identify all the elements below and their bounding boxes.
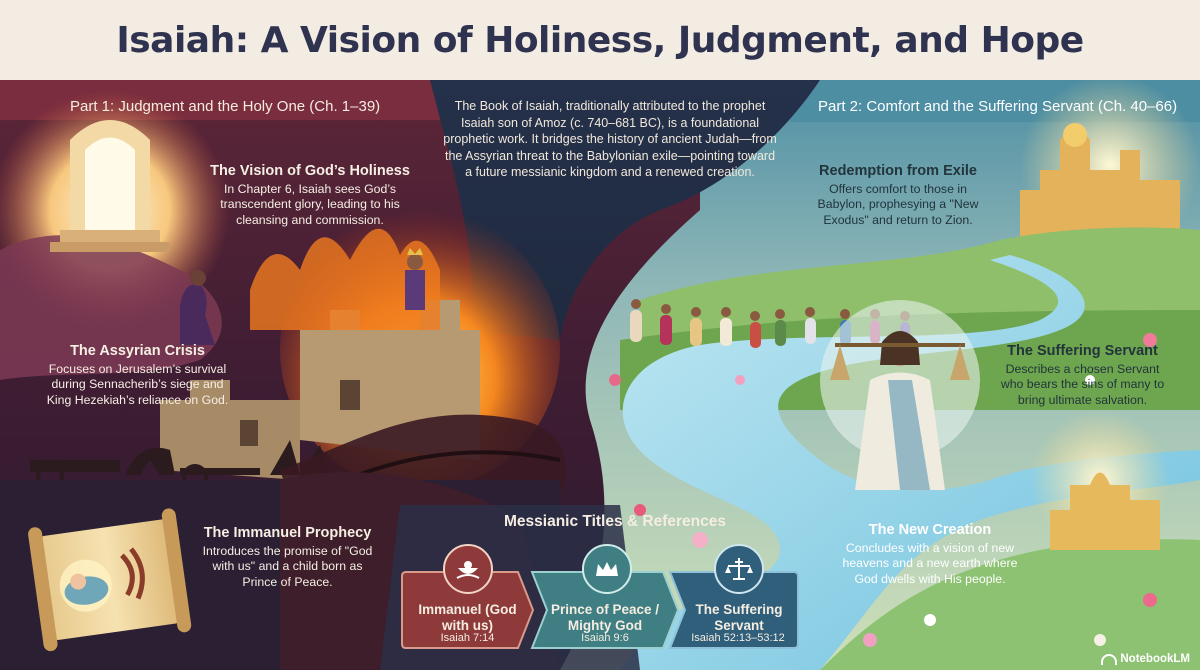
section-body: Describes a chosen Servant who bears the… (1000, 362, 1165, 407)
card-ref: Isaiah 52:13–53:12 (691, 632, 785, 644)
section-title: The Immanuel Prophecy (203, 525, 372, 541)
page-title: Isaiah: A Vision of Holiness, Judgment, … (116, 19, 1084, 61)
section-servant: The Suffering Servant Describes a chosen… (1000, 343, 1165, 408)
card-ref: Isaiah 9:6 (581, 632, 629, 644)
card-shape (530, 571, 680, 649)
crown-icon (582, 544, 632, 594)
card-shape (668, 571, 799, 649)
section-title: The New Creation (868, 522, 992, 538)
section-creation: The New Creation Concludes with a vision… (840, 522, 1020, 587)
part2-label: Part 2: Comfort and the Suffering Servan… (818, 98, 1178, 115)
card-title: Immanuel (God with us) (418, 602, 517, 633)
illustration (0, 80, 1200, 670)
section-body: Introduces the promise of "God with us" … (202, 544, 373, 589)
messianic-card-immanuel: Immanuel (God with us) Isaiah 7:14 (400, 544, 535, 650)
section-body: Concludes with a vision of new heavens a… (842, 541, 1018, 586)
card-ref: Isaiah 7:14 (440, 632, 495, 644)
section-vision: The Vision of God’s Holiness In Chapter … (210, 163, 410, 228)
section-title: Redemption from Exile (819, 163, 977, 179)
section-title: The Suffering Servant (1007, 343, 1158, 359)
section-body: Focuses on Jerusalem’s survival during S… (46, 362, 229, 407)
scales-cross-icon (714, 544, 764, 594)
messianic-card-prince: Prince of Peace / Mighty God Isaiah 9:6 (530, 544, 680, 650)
section-assyrian: The Assyrian Crisis Focuses on Jerusalem… (45, 343, 230, 408)
messianic-title: Messianic Titles & References (504, 513, 726, 530)
section-immanuel: The Immanuel Prophecy Introduces the pro… (200, 525, 375, 590)
part1-label: Part 1: Judgment and the Holy One (Ch. 1… (70, 98, 381, 115)
cradle-icon (443, 544, 493, 594)
brand-name: NotebookLM (1120, 653, 1190, 665)
brand-logo: NotebookLM (1101, 653, 1190, 665)
section-title: The Vision of God’s Holiness (210, 163, 410, 179)
notebook-icon (1101, 653, 1118, 665)
section-body: Offers comfort to those in Babylon, prop… (817, 182, 979, 227)
section-body: In Chapter 6, Isaiah sees God’s transcen… (220, 182, 400, 227)
card-shape (401, 571, 535, 649)
intro-text: The Book of Isaiah, traditionally attrib… (443, 99, 777, 179)
section-title: The Assyrian Crisis (70, 343, 205, 359)
card-title: Prince of Peace / Mighty God (550, 602, 660, 633)
card-title: The Suffering Servant (695, 602, 783, 633)
section-redemption: Redemption from Exile Offers comfort to … (808, 163, 988, 228)
messianic-card-servant: The Suffering Servant Isaiah 52:13–53:12 (668, 544, 800, 650)
header: Isaiah: A Vision of Holiness, Judgment, … (0, 0, 1200, 80)
